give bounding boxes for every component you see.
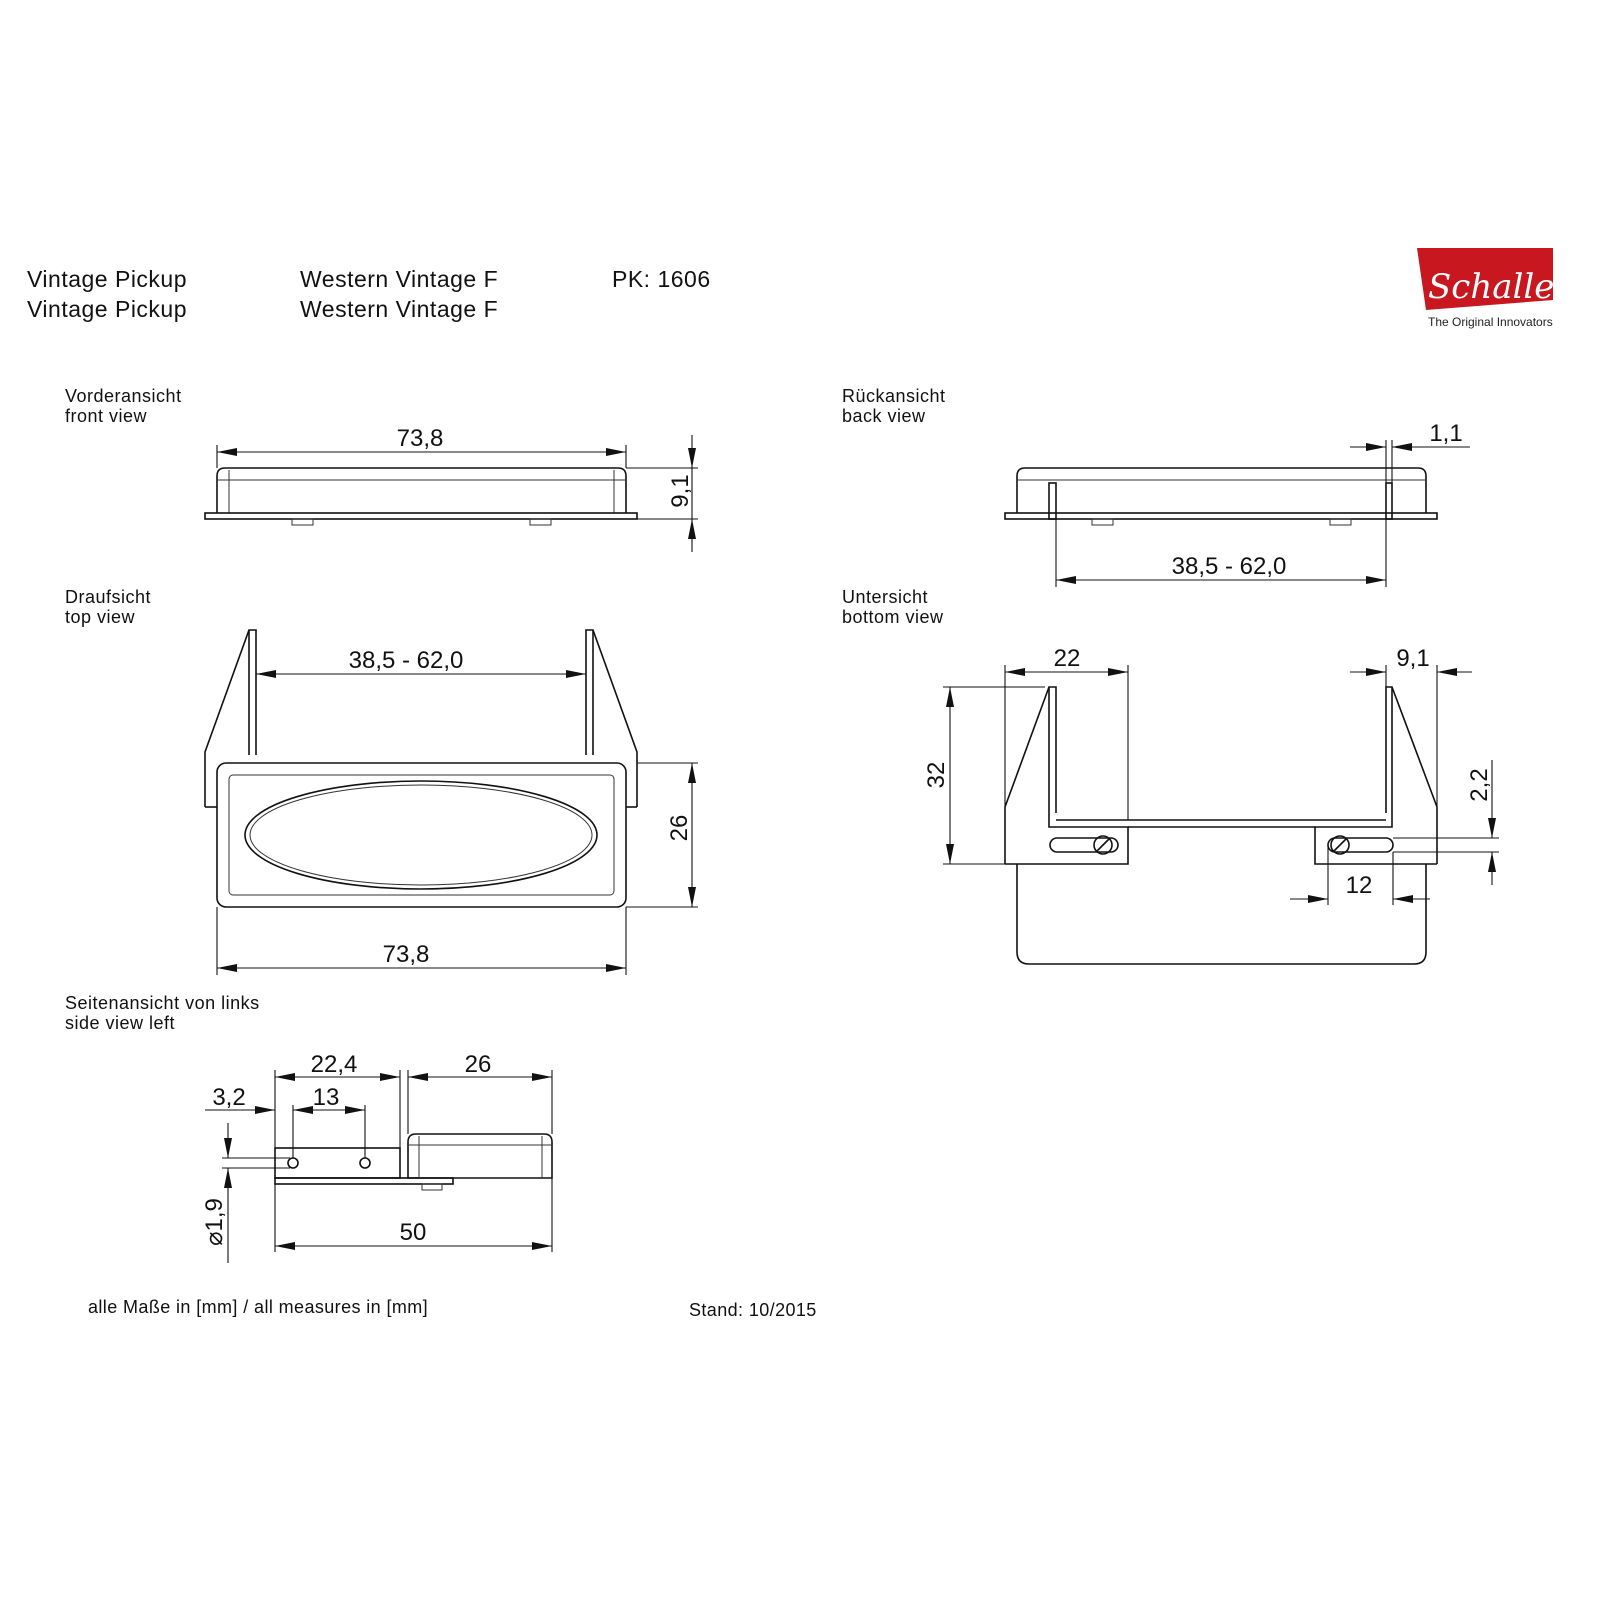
units-note: alle Maße in [mm] / all measures in [mm] xyxy=(88,1297,428,1317)
schaller-logo: Schaller The Original Innovators xyxy=(1417,248,1572,329)
bottom-view-label-de: Untersicht xyxy=(842,587,928,607)
svg-text:⌀1,9: ⌀1,9 xyxy=(201,1198,228,1246)
front-view-label-de: Vorderansicht xyxy=(65,386,182,406)
svg-text:38,5 - 62,0: 38,5 - 62,0 xyxy=(349,647,464,674)
bottom-view: Untersicht bottom view 22 9,1 32 2,2 12 xyxy=(842,587,1499,965)
top-view-label-de: Draufsicht xyxy=(65,587,151,607)
pk-number: PK: 1606 xyxy=(612,266,711,292)
svg-text:13: 13 xyxy=(313,1084,340,1111)
revision-date: Stand: 10/2015 xyxy=(689,1300,817,1320)
logo-tagline: The Original Innovators xyxy=(1428,315,1553,329)
svg-text:38,5 - 62,0: 38,5 - 62,0 xyxy=(1172,553,1287,580)
model-en: Western Vintage F xyxy=(300,296,498,322)
title-block: Vintage Pickup Vintage Pickup Western Vi… xyxy=(27,266,711,322)
top-view: Draufsicht top view 38,5 - 62,0 26 73,8 xyxy=(65,587,698,975)
svg-text:Schaller: Schaller xyxy=(1428,267,1572,307)
svg-text:1,1: 1,1 xyxy=(1429,420,1462,447)
svg-text:9,1: 9,1 xyxy=(1396,645,1429,672)
back-view: Rückansicht back view 1,1 38,5 - 62,0 xyxy=(842,386,1470,587)
back-view-label-de: Rückansicht xyxy=(842,386,946,406)
svg-text:32: 32 xyxy=(923,762,950,789)
side-view-label-en: side view left xyxy=(65,1013,175,1033)
svg-text:2,2: 2,2 xyxy=(1466,768,1493,801)
side-view: Seitenansicht von links side view left 2… xyxy=(65,993,553,1263)
svg-text:12: 12 xyxy=(1346,872,1373,899)
svg-text:26: 26 xyxy=(666,815,693,842)
svg-text:50: 50 xyxy=(400,1219,427,1246)
svg-text:73,8: 73,8 xyxy=(397,425,444,452)
bottom-view-label-en: bottom view xyxy=(842,607,944,627)
front-view-label-en: front view xyxy=(65,406,148,426)
side-view-label-de: Seitenansicht von links xyxy=(65,993,260,1013)
svg-text:9,1: 9,1 xyxy=(667,474,694,507)
svg-text:22,4: 22,4 xyxy=(311,1051,358,1078)
front-view: Vorderansicht front view 73,8 9,1 xyxy=(65,386,698,552)
back-view-label-en: back view xyxy=(842,406,926,426)
svg-text:26: 26 xyxy=(465,1051,492,1078)
svg-text:3,2: 3,2 xyxy=(212,1084,245,1111)
top-view-label-en: top view xyxy=(65,607,136,627)
product-en: Vintage Pickup xyxy=(27,296,187,322)
model-de: Western Vintage F xyxy=(300,266,498,292)
svg-text:22: 22 xyxy=(1054,645,1081,672)
svg-text:73,8: 73,8 xyxy=(383,941,430,968)
product-de: Vintage Pickup xyxy=(27,266,187,292)
